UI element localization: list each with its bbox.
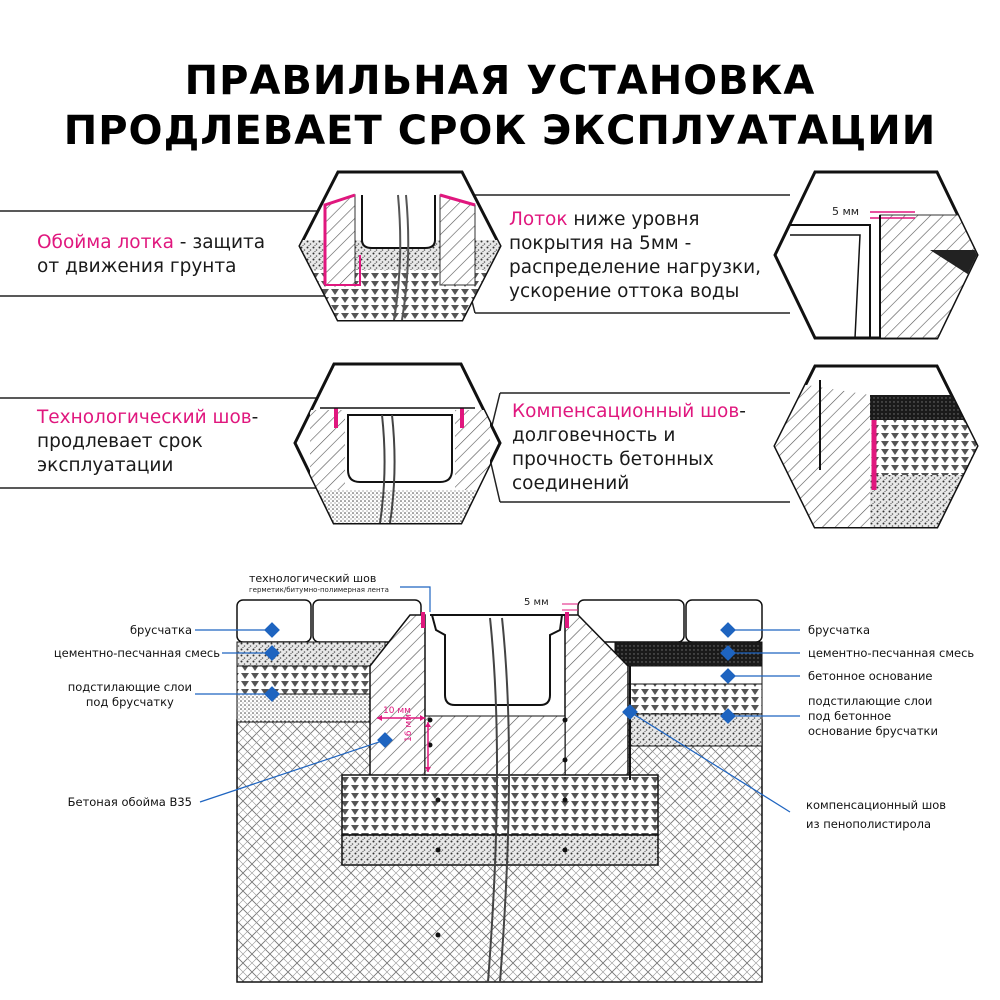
callout-expansion-text-3: прочность бетонных bbox=[512, 449, 714, 470]
label-right-bedding-3: основание брусчатки bbox=[808, 724, 938, 738]
callout-tech-seam-highlight: Технологический шов bbox=[37, 407, 252, 428]
callout-expansion-seam: Компенсационный шов- долговечность и про… bbox=[512, 400, 746, 496]
hex-detail-tech-seam bbox=[293, 362, 502, 525]
dim-hex-5mm: 5 мм bbox=[832, 205, 860, 218]
label-right-base: бетонное основание bbox=[808, 669, 933, 683]
hex-detail-expansion-seam bbox=[773, 364, 979, 529]
callout-gap-highlight: Лоток bbox=[509, 209, 568, 230]
callout-frame: Обойма лотка - защита от движения грунта bbox=[37, 231, 265, 279]
dim-main-5mm: 5 мм bbox=[524, 597, 549, 608]
callout-expansion-text-1: - bbox=[739, 401, 746, 422]
callout-tech-seam-text-1: - bbox=[251, 407, 259, 428]
page-title-line-1: ПРАВИЛЬНАЯ УСТАНОВКА bbox=[184, 58, 816, 104]
label-tech-seam: технологический шов bbox=[249, 572, 377, 585]
label-left-bedding: подстилающие слои под брусчатку bbox=[68, 680, 192, 710]
label-left-frame: Бетоная обойма В35 bbox=[67, 795, 192, 809]
label-right-bedding-1: подстилающие слои bbox=[808, 694, 933, 708]
dim-10mm: 10 мм bbox=[383, 706, 411, 716]
callout-gap: Лоток ниже уровня покрытия на 5мм - расп… bbox=[509, 208, 761, 304]
callout-band-1 bbox=[0, 210, 330, 297]
callout-tech-seam: Технологический шов- продлевает срок экс… bbox=[37, 406, 258, 478]
callout-frame-text-1: - защита bbox=[173, 232, 266, 253]
label-right-expansion: компенсационный шов из пенополистирола bbox=[806, 796, 946, 834]
dim-16mm: 16 мм bbox=[404, 714, 414, 742]
label-tech-seam-sub: герметик/битумно-полимерная лента bbox=[249, 586, 389, 594]
hex-detail-frame bbox=[298, 170, 502, 322]
label-right-mortar: цементно-песчанная смесь bbox=[808, 646, 975, 660]
hex-detail-gap bbox=[773, 170, 979, 340]
callout-gap-text-3: распределение нагрузки, bbox=[509, 257, 761, 278]
callout-gap-text-2: покрытия на 5мм - bbox=[509, 233, 692, 254]
label-left-paving: брусчатка bbox=[129, 623, 192, 637]
callout-expansion-text-4: соединений bbox=[512, 473, 630, 494]
label-right-paving: брусчатка bbox=[808, 623, 871, 637]
label-left-bedding-2: под брусчатку bbox=[85, 695, 174, 709]
callout-band-3 bbox=[0, 397, 320, 489]
label-right-bedding: подстилающие слои под бетонное основание… bbox=[808, 694, 938, 739]
callout-gap-text-4: ускорение оттока воды bbox=[509, 281, 740, 302]
callout-gap-text-1: ниже уровня bbox=[567, 209, 700, 230]
callout-expansion-text-2: долговечность и bbox=[512, 425, 676, 446]
callout-expansion-highlight: Компенсационный шов bbox=[512, 401, 740, 422]
leader-lines bbox=[195, 622, 800, 813]
callout-frame-highlight: Обойма лотка bbox=[37, 232, 174, 253]
label-right-bedding-2: под бетонное bbox=[808, 709, 892, 723]
label-left-mortar: цементно-песчанная смесь bbox=[53, 646, 220, 660]
main-cross-section bbox=[236, 586, 763, 983]
callout-tech-seam-text-3: эксплуатации bbox=[37, 455, 174, 476]
label-right-expansion-1: компенсационный шов bbox=[806, 798, 947, 812]
label-left-bedding-1: подстилающие слои bbox=[67, 680, 192, 694]
callout-frame-text-2: от движения грунта bbox=[37, 256, 237, 277]
label-right-expansion-2: из пенополистирола bbox=[806, 817, 932, 831]
callout-tech-seam-text-2: продлевает срок bbox=[37, 431, 203, 452]
page-title-line-2: ПРОДЛЕВАЕТ СРОК ЭКСПЛУАТАЦИИ bbox=[63, 108, 937, 154]
